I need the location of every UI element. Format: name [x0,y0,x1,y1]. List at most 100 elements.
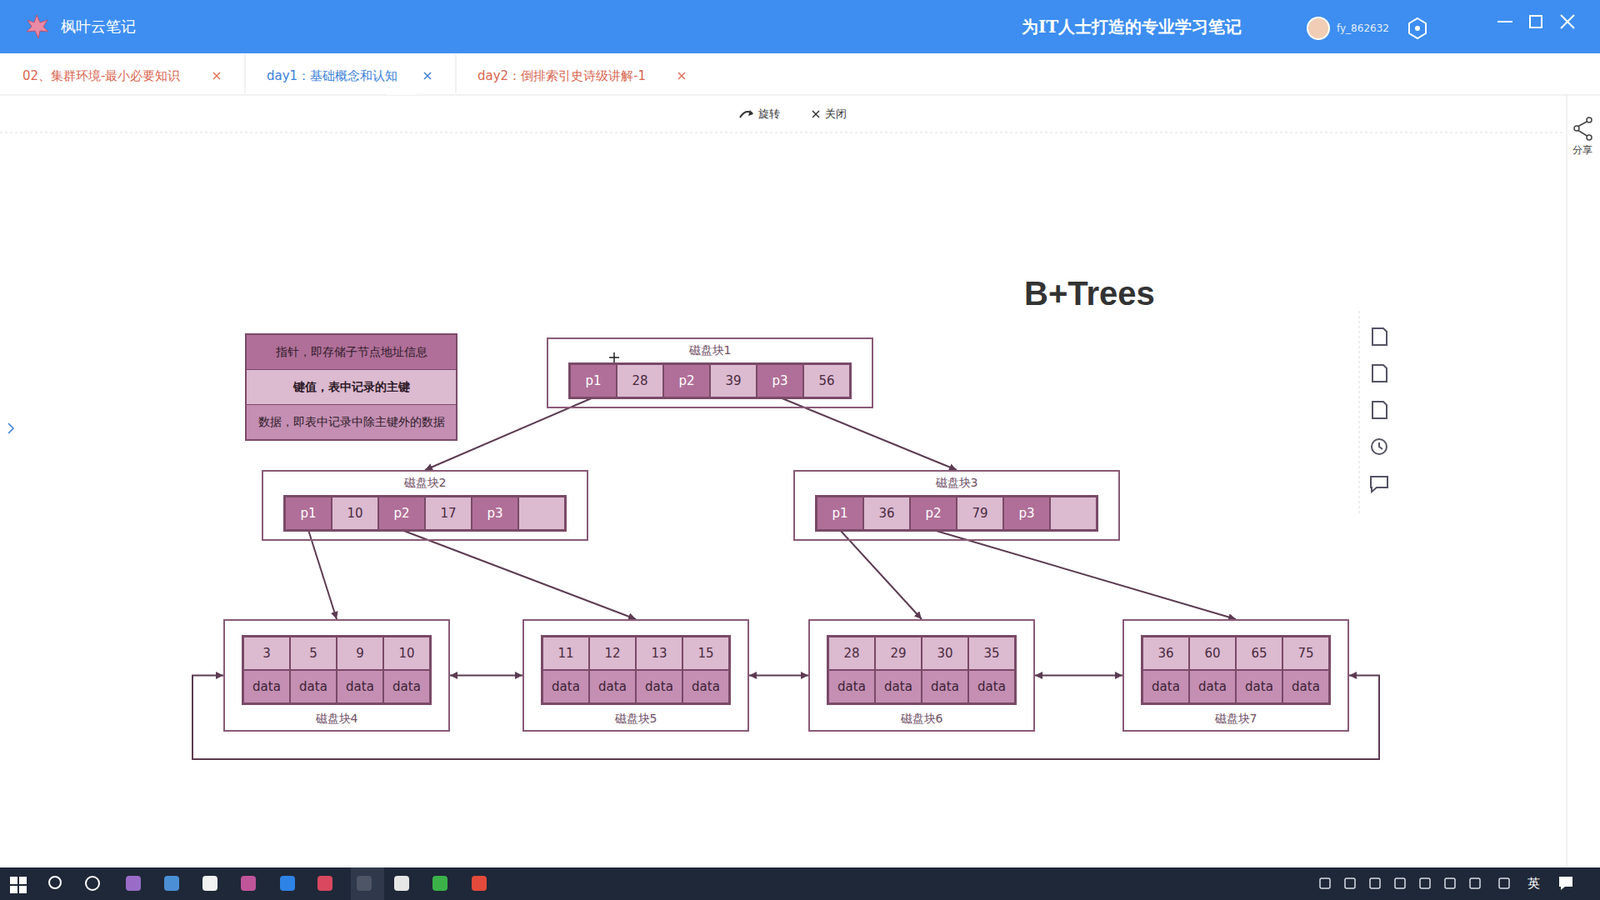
comment-icon [1370,476,1388,492]
data-cell: data [542,670,590,704]
key-cell: 9 [336,636,384,670]
start-button [10,876,18,885]
cell-text: p1 [585,373,601,389]
key-cell: 36 [1142,636,1190,670]
cell-row: 11 12 13 15 data data data data [540,635,731,705]
share-icon-dot [1586,135,1592,140]
data-cell: data [589,670,636,704]
document-icon [1372,401,1387,419]
connector [192,675,1380,760]
cell-row: p136p279p3 [815,495,1099,532]
close-button [1560,15,1575,29]
data-cell: data [1189,670,1236,704]
key-cell: 79 [956,496,1004,530]
taskbar-app-icon [394,875,410,891]
tab-bar [0,53,1600,95]
app-logo [26,15,49,39]
ui-label: 02、集群环境-最小必要知识 [22,68,181,84]
ui-label: 关闭 [825,107,847,121]
cell-text: data [598,679,627,695]
mouse-cursor [609,352,620,363]
legend-text: 键值，表中记录的主键 [293,380,410,395]
cell-text: 30 [936,645,953,661]
float-toolbar-border [1359,310,1360,515]
start-button [19,876,27,885]
settings-icon [1409,18,1426,39]
rotate-icon-head [748,110,754,116]
cell-row: p110p217p3 [283,495,567,532]
cell-text: data [1291,679,1320,695]
tray-icon [1499,878,1510,889]
cell-text: data [1198,679,1227,695]
taskbar-app-icon [432,875,448,891]
ui-label: 分享 [1572,144,1593,156]
disk-block: 磁盘块2p110p217p3 [261,470,589,541]
key-cell: 36 [863,496,910,530]
cell-text: 35 [983,645,1000,661]
user-avatar [1307,17,1330,40]
data-cell: data [921,670,969,704]
key-cell: 17 [425,496,472,530]
cell-text: 13 [650,645,667,661]
expand-chevron [8,423,14,434]
cell-text: data [252,679,281,695]
cell-text: 28 [843,645,860,661]
cell-text: data [977,679,1006,695]
data-cell: data [336,670,384,704]
cell-text: data [691,679,720,695]
taskbar-app-icon [164,875,180,891]
cell-text: data [1245,679,1274,695]
block-label: 磁盘块1 [689,341,732,359]
key-cell: 75 [1282,636,1330,670]
tab-close-icon [678,72,685,80]
taskbar-app-icon [125,875,141,891]
disk-block: 磁盘块736606575datadatadatadata [1122,619,1350,732]
key-cell: 39 [710,364,757,398]
cell-text: 17 [440,505,456,521]
tray-icon [1345,878,1355,889]
key-cell: 5 [290,636,337,670]
cell-text: 11 [557,645,574,661]
cell-text: p3 [486,505,503,521]
data-cell: data [682,670,730,704]
start-button [19,885,27,894]
legend-swatch: 数据，即表中记录中除主键外的数据 [246,405,456,440]
diagram-title: B+Trees [1024,275,1155,313]
disk-block: 磁盘块5 11 12 13 15 data data data data [522,619,750,732]
key-cell: 15 [682,636,730,670]
cell-text: 65 [1250,645,1267,661]
cell-text: 75 [1297,645,1314,661]
disk-block: 磁盘块1p128p239p356 [546,337,874,409]
connector [780,397,957,470]
connector [450,675,523,677]
data-cell: data [1142,670,1190,704]
cell-row: 35910datadatadatadata [241,635,432,705]
cell-text: data [645,679,674,695]
ptr-cell: p3 [471,496,519,530]
cortana-icon [85,876,100,890]
ptr-cell: p1 [570,364,617,398]
block-label: 磁盘块3 [935,474,979,491]
cell-text: p3 [1018,505,1035,521]
document-icon [1372,328,1387,345]
cell-text: data [837,679,866,695]
key-cell: 28 [828,636,875,670]
cell-text: p2 [678,373,695,389]
key-cell: 28 [616,364,664,398]
tab-separator [455,55,457,94]
tab-close-icon [424,72,431,80]
cell-text: p1 [300,505,316,521]
tray-icon [1420,878,1430,889]
block-label: 磁盘块2 [404,474,447,491]
block-label: 磁盘块5 [615,710,658,727]
cell-text: 29 [890,645,906,661]
cell-text: 28 [631,373,648,389]
key-cell: 35 [968,636,1015,670]
legend: 指针，即存储子节点地址信息键值，表中记录的主键数据，即表中记录中除主键外的数据 [245,333,458,441]
cell-row: p128p239p356 [568,362,852,400]
cell-text: 12 [604,645,620,661]
disk-block: 磁盘块3p136p279p3 [793,470,1120,541]
ptr-cell: p2 [663,364,710,398]
